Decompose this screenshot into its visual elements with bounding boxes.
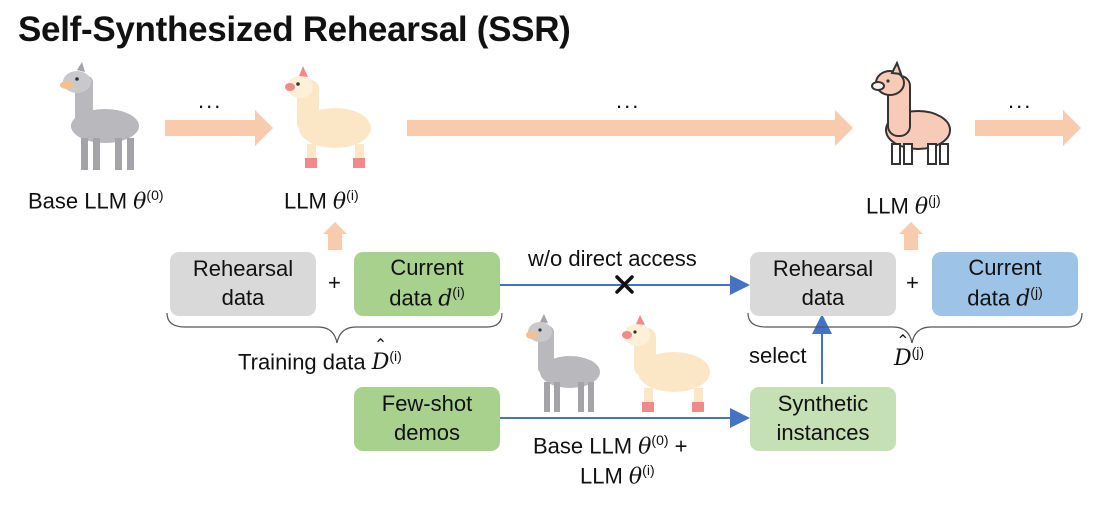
ellipsis-1: ...	[198, 88, 223, 113]
timeline-arrow-1	[165, 110, 273, 146]
rehearsal-data-box-right: Rehearsal data	[750, 252, 896, 316]
training-data-label: Training data D(i)	[238, 335, 402, 375]
llm-j-label: LLM θ(j)	[866, 192, 941, 220]
gray-llama-icon	[526, 314, 600, 412]
timeline-arrow-2	[407, 110, 853, 146]
training-data-j-label: D(j)	[894, 331, 924, 371]
synthetic-instances-box: Synthetic instances	[750, 387, 896, 451]
plus-sign-right: +	[906, 270, 919, 295]
training-data-brace-left	[166, 312, 503, 344]
cream-alpaca-icon	[622, 315, 710, 412]
no-access-label: w/o direct access	[528, 246, 697, 271]
current-data-j-box: Current data d(j)	[932, 252, 1078, 316]
train-up-arrow-right	[899, 222, 923, 250]
diagram-title: Self-Synthesized Rehearsal (SSR)	[18, 10, 571, 49]
generator-label-line1: Base LLM θ(0) +	[533, 432, 688, 460]
ellipsis-3: ...	[1008, 88, 1033, 113]
training-data-brace-right	[747, 312, 1083, 344]
llm-i-label: LLM θ(i)	[284, 187, 359, 215]
rehearsal-data-box-left: Rehearsal data	[170, 252, 316, 316]
generator-label-line2: LLM θ(i)	[580, 462, 655, 490]
timeline-arrow-3	[975, 110, 1081, 146]
few-shot-demos-box: Few-shot demos	[354, 387, 500, 451]
gray-llama-icon	[60, 62, 139, 170]
cream-alpaca-icon	[285, 66, 371, 168]
cross-mark-icon	[615, 275, 634, 294]
plus-sign-left: +	[328, 270, 341, 295]
pink-alpaca-icon	[871, 60, 951, 165]
base-llm-label: Base LLM θ(0)	[28, 187, 164, 215]
current-data-i-box: Current data d(i)	[354, 252, 500, 316]
select-label: select	[749, 343, 807, 368]
ellipsis-2: ...	[616, 88, 641, 113]
train-up-arrow-left	[323, 222, 347, 250]
